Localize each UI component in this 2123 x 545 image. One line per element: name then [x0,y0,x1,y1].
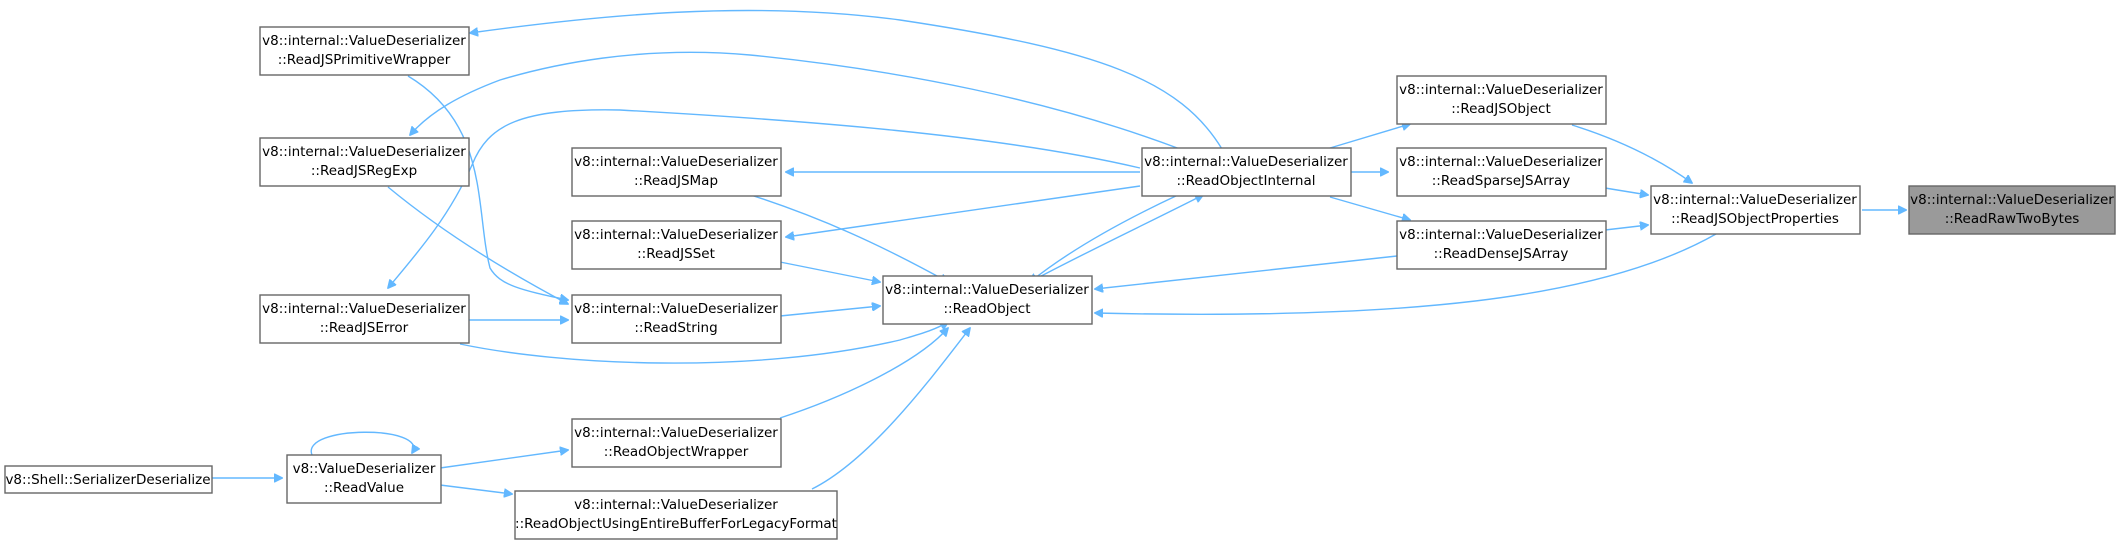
node-label-line2: ::ReadObjectUsingEntireBufferForLegacyFo… [515,516,837,532]
node-label-line2: ::ReadValue [324,480,404,496]
edge-readJSMap-to-readObject [724,186,948,282]
node-label-line2: ::ReadJSError [320,320,409,336]
edge-readObject-to-readObjectInternal [1029,195,1203,283]
node-read-js-object-properties[interactable]: v8::internal::ValueDeserializer ::ReadJS… [1650,185,1861,235]
edge-readJSSet-to-readObject [779,261,880,282]
node-label-line2: ::ReadObject [944,301,1031,317]
edge-readJSObject-to-readJSObjectProperties [1571,124,1692,183]
edge-readSparseJSArray-to-readJSObjectProperties [1604,187,1648,195]
node-label-line1: v8::internal::ValueDeserializer [1910,192,2114,208]
node-label-line1: v8::internal::ValueDeserializer [262,301,466,317]
node-label-line2: ::ReadDenseJSArray [1434,246,1569,262]
edge-readObjectInternal-to-readDenseJSArray [1329,196,1410,220]
node-label-line1: v8::internal::ValueDeserializer [1653,192,1857,208]
edge-readObjectInternal-to-readJSObject [1329,124,1410,149]
node-label-line1: v8::Shell::SerializerDeserialize [5,472,210,488]
node-serializer-deserialize[interactable]: v8::Shell::SerializerDeserialize [4,465,213,494]
node-read-js-error[interactable]: v8::internal::ValueDeserializer ::ReadJS… [259,294,470,344]
node-label-line2: ::ReadJSRegExp [311,163,417,179]
node-read-object-internal[interactable]: v8::internal::ValueDeserializer ::ReadOb… [1141,147,1352,197]
node-label-line2: ::ReadSparseJSArray [1432,173,1570,189]
node-read-object[interactable]: v8::internal::ValueDeserializer ::ReadOb… [882,275,1093,325]
node-label-line2: ::ReadJSObject [1451,101,1551,117]
edge-readObjectInternal-to-readObject [1030,194,1179,282]
node-read-sparse-js-array[interactable]: v8::internal::ValueDeserializer ::ReadSp… [1396,147,1607,197]
node-label-line2: ::ReadString [634,320,717,336]
node-label-line1: v8::internal::ValueDeserializer [574,497,778,513]
node-read-js-object[interactable]: v8::internal::ValueDeserializer ::ReadJS… [1396,75,1607,125]
edge-readValue-self-loop [310,431,413,456]
edge-readObjectInternal-to-readJSPrimitiveWrapper [470,9,1223,150]
node-label-line1: v8::internal::ValueDeserializer [574,425,778,441]
edge-readObjectWrapper-to-readObject [779,328,948,419]
edge-readJSObjectProperties-to-readObject [1095,233,1717,314]
nodes: v8::internal::ValueDeserializer ::ReadRa… [4,26,2116,540]
edge-readValue-to-readObjectUsingEntireBuffer [439,484,512,494]
node-read-string[interactable]: v8::internal::ValueDeserializer ::ReadSt… [571,294,782,344]
edge-readDenseJSArray-to-readJSObjectProperties [1604,225,1648,231]
node-label-line1: v8::internal::ValueDeserializer [574,301,778,317]
node-label-line2: ::ReadJSMap [634,173,718,189]
edge-readObjectInternal-to-readJSError [388,109,1141,288]
node-label-line1: v8::ValueDeserializer [293,461,436,477]
node-label-line2: ::ReadJSSet [637,246,715,262]
edges [212,9,1906,494]
node-read-js-primitive-wrapper[interactable]: v8::internal::ValueDeserializer ::ReadJS… [259,26,470,76]
edge-readString-to-readObject [779,306,880,317]
edge-readObjectInternal-to-readJSRegExp [410,51,1181,150]
node-label-line1: v8::internal::ValueDeserializer [262,33,466,49]
node-label-line2: ::ReadObjectInternal [1176,173,1315,189]
edge-readObjectInternal-to-readJSSet [786,185,1141,237]
node-read-dense-js-array[interactable]: v8::internal::ValueDeserializer ::ReadDe… [1396,220,1607,270]
node-read-js-set[interactable]: v8::internal::ValueDeserializer ::ReadJS… [571,220,782,270]
node-label-line1: v8::internal::ValueDeserializer [262,144,466,160]
node-label-line1: v8::internal::ValueDeserializer [1144,154,1348,170]
node-label-line1: v8::internal::ValueDeserializer [574,227,778,243]
node-label-line2: ::ReadObjectWrapper [604,444,749,460]
edge-readJSError-to-readObject [459,322,948,364]
node-read-value[interactable]: v8::ValueDeserializer ::ReadValue [286,454,442,504]
node-label-line2: ::ReadJSPrimitiveWrapper [278,52,451,68]
edge-readJSRegExp-to-readString [387,186,568,304]
node-read-object-using-entire-buffer[interactable]: v8::internal::ValueDeserializer ::ReadOb… [514,490,838,540]
node-read-raw-two-bytes[interactable]: v8::internal::ValueDeserializer ::ReadRa… [1908,185,2116,235]
node-label-line1: v8::internal::ValueDeserializer [1399,82,1603,98]
edge-readObjectUsingEntireBuffer-to-readObject [811,328,970,490]
node-label-line2: ::ReadJSObjectProperties [1671,211,1839,227]
node-label-line1: v8::internal::ValueDeserializer [1399,227,1603,243]
edge-readDenseJSArray-to-readObject [1095,255,1398,289]
node-label-line2: ::ReadRawTwoBytes [1945,211,2080,227]
node-label-line1: v8::internal::ValueDeserializer [574,154,778,170]
node-label-line1: v8::internal::ValueDeserializer [885,282,1089,298]
edge-readJSPrimitiveWrapper-to-readString [407,75,568,300]
node-label-line1: v8::internal::ValueDeserializer [1399,154,1603,170]
node-read-object-wrapper[interactable]: v8::internal::ValueDeserializer ::ReadOb… [571,418,782,468]
edge-readValue-to-readObjectWrapper [439,450,568,469]
node-read-js-regexp[interactable]: v8::internal::ValueDeserializer ::ReadJS… [259,137,470,187]
node-read-js-map[interactable]: v8::internal::ValueDeserializer ::ReadJS… [571,147,782,197]
